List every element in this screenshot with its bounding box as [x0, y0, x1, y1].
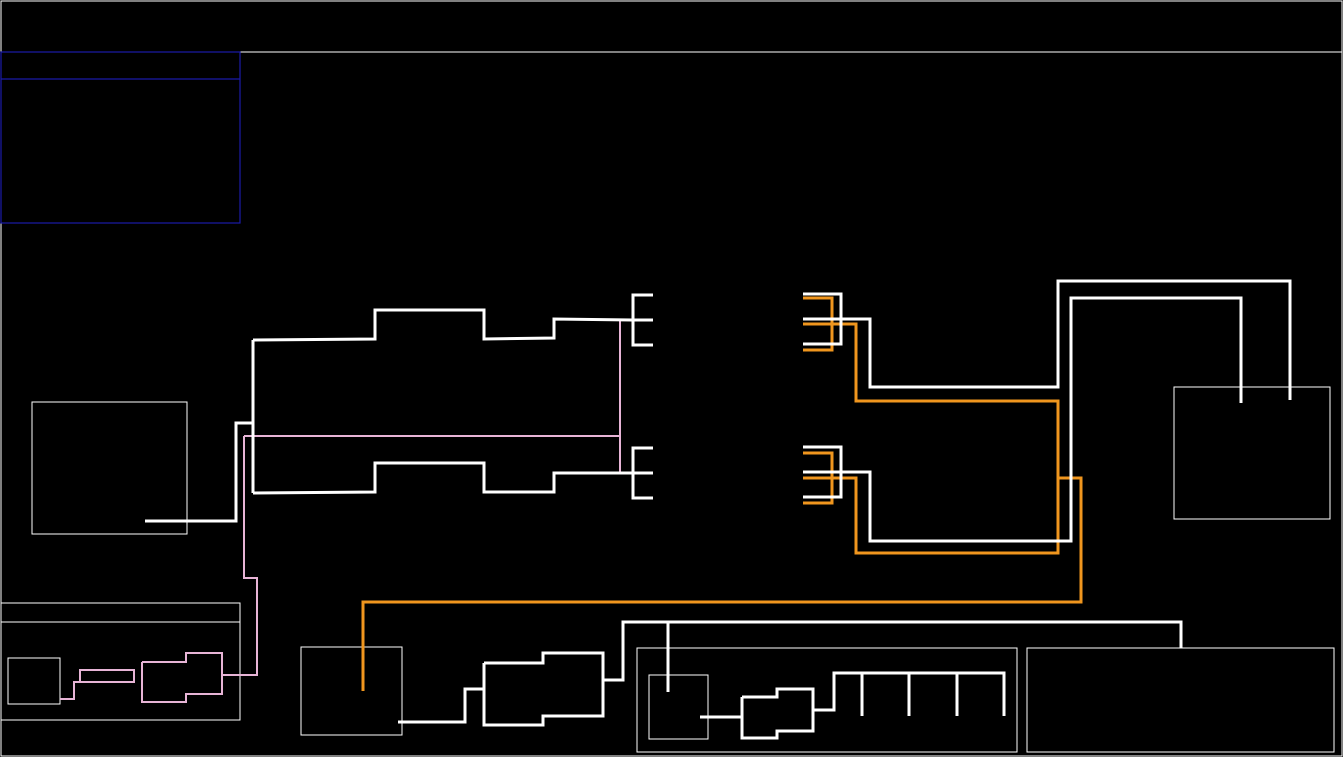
bottom-component: [482, 651, 605, 727]
white-wires: [145, 279, 1292, 740]
bottom-center-component: [740, 687, 815, 740]
pink-small-link: [60, 669, 135, 700]
lower-path: [252, 461, 632, 495]
bottom-center-small-box: [648, 674, 709, 740]
bottom-source-feed: [398, 687, 484, 724]
upper-right-route: [803, 279, 1292, 400]
bottom-left-panel: [0, 602, 241, 721]
orange-wires: [361, 296, 1083, 691]
pink-feed-down: [222, 436, 258, 676]
distribution-bus: [813, 671, 1006, 716]
pink-component: [141, 652, 223, 703]
bottom-bus: [603, 620, 1183, 682]
pink-wires: [60, 320, 621, 703]
bottom-center-panel: [636, 647, 1018, 753]
orange-bottom-bracket: [803, 451, 834, 505]
bottom-source-box: [300, 646, 403, 736]
orange-loop: [803, 322, 1060, 555]
panel-box: [0, 51, 241, 224]
bottom-left-small-box: [7, 657, 61, 705]
right-box: [1173, 386, 1331, 520]
component-boxes: [0, 386, 1335, 753]
upper-path: [252, 308, 633, 342]
orange-feed: [361, 476, 1083, 691]
lower-right-route: [803, 296, 1243, 543]
source-box: [31, 401, 188, 535]
top-left-panel: [0, 51, 241, 224]
bottom-right-panel: [1026, 647, 1335, 753]
source-feed: [145, 421, 253, 523]
